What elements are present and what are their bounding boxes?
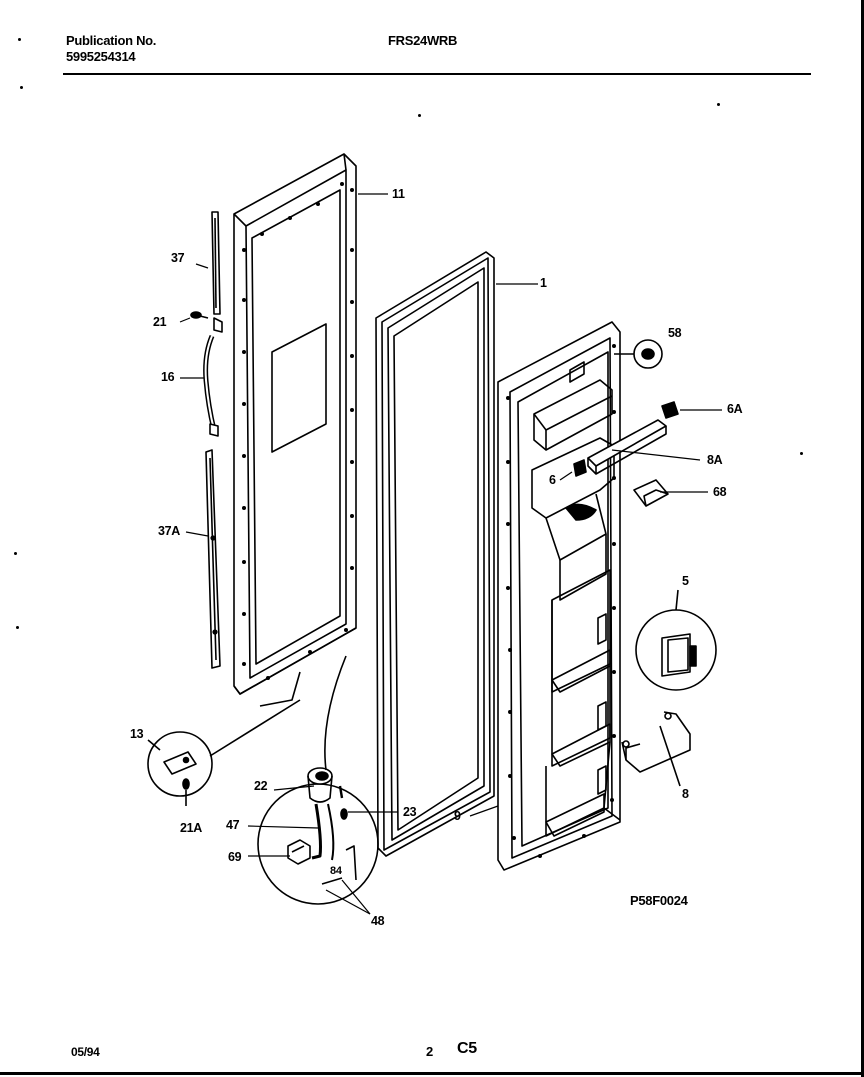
- callout-9: 9: [454, 809, 461, 823]
- callout-6a: 6A: [727, 402, 743, 416]
- bracket-68: [633, 479, 669, 507]
- speck: [717, 103, 720, 106]
- model-number: FRS24WRB: [388, 33, 458, 48]
- callout-47: 47: [226, 818, 240, 832]
- leader-lines: [179, 193, 722, 915]
- right-edge: [861, 0, 864, 1077]
- callout-69: 69: [228, 850, 242, 864]
- speck: [20, 86, 23, 89]
- speck: [14, 552, 17, 555]
- footer-page: 2: [426, 1044, 433, 1059]
- clip-6: [573, 459, 587, 477]
- inner-door-liner-9: [497, 321, 621, 871]
- plug-58: [614, 339, 663, 369]
- callout-21a: 21A: [180, 821, 203, 835]
- callout-58: 58: [668, 326, 682, 340]
- door-edge-strip-37a: [205, 449, 221, 669]
- callout-23: 23: [403, 805, 417, 819]
- detail-circle-5: [635, 589, 717, 691]
- callout-48: 48: [371, 914, 385, 928]
- footer-section: C5: [457, 1040, 477, 1057]
- bottom-rule: [0, 1072, 864, 1075]
- publication-label: Publication No.: [66, 33, 157, 48]
- door-gasket-1: [375, 251, 495, 857]
- callout-1: 1: [540, 276, 547, 290]
- speck: [18, 38, 21, 41]
- callout-16: 16: [161, 370, 175, 384]
- callout-37: 37: [171, 251, 185, 265]
- publication-number: 5995254314: [66, 49, 136, 64]
- callout-5: 5: [682, 574, 689, 588]
- callout-21: 21: [153, 315, 167, 329]
- detail-circle-13: [147, 699, 301, 806]
- speck: [800, 452, 803, 455]
- callout-13: 13: [130, 727, 144, 741]
- speck: [418, 114, 421, 117]
- callout-11: 11: [392, 187, 405, 201]
- header-rule: [63, 73, 811, 75]
- callout-8a: 8A: [707, 453, 723, 467]
- screw-21: [190, 311, 209, 319]
- wiring-detail-circle: [257, 655, 379, 905]
- door-edge-strip-37: [211, 211, 221, 315]
- rail-8a: [587, 419, 667, 475]
- clip-6a: [661, 401, 679, 419]
- bracket-8: [621, 711, 691, 787]
- callout-68: 68: [713, 485, 727, 499]
- callout-22: 22: [254, 779, 268, 793]
- callout-84: 84: [330, 865, 342, 877]
- door-handle-16: [203, 317, 223, 437]
- door-outer-panel-11: [233, 153, 357, 707]
- footer-date: 05/94: [71, 1045, 100, 1059]
- callout-8: 8: [682, 787, 689, 801]
- callout-37a: 37A: [158, 524, 181, 538]
- callout-6: 6: [549, 473, 556, 487]
- speck: [16, 626, 19, 629]
- figure-code: P58F0024: [630, 893, 688, 908]
